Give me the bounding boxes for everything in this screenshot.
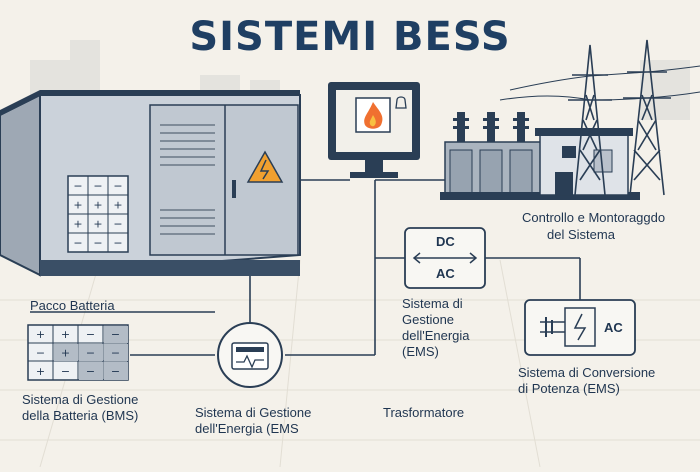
- substation-building: [535, 128, 633, 196]
- cell-symbol: −: [93, 237, 102, 250]
- cell-symbol: +: [93, 218, 102, 231]
- label-ems-mid-line1: Sistema di: [402, 296, 463, 311]
- cell-symbol: +: [73, 218, 82, 231]
- cell-symbol: −: [86, 346, 95, 359]
- bms-battery-module: + + − − − + − − + − − −: [27, 324, 129, 381]
- label-control-line2: del Sistema: [547, 227, 615, 242]
- cell-symbol: +: [36, 365, 45, 378]
- connection-lines: [30, 179, 581, 356]
- power-conversion-box: [524, 299, 636, 356]
- battery-cabinet: −−−+++++−−−−: [0, 90, 301, 277]
- pcs-ac-label: AC: [604, 320, 623, 335]
- cell-symbol: −: [113, 237, 122, 250]
- cell-symbol: −: [93, 180, 102, 193]
- label-bms-line1: Sistema di Gestione: [22, 392, 139, 407]
- fire-icon: [364, 102, 383, 129]
- converter-dc-label: DC: [436, 234, 455, 249]
- transformer-icon: [440, 112, 640, 200]
- bell-icon: [395, 96, 407, 109]
- label-pcs-line2: di Potenza (EMS): [518, 381, 620, 396]
- control-monitor[interactable]: [328, 82, 420, 178]
- cell-symbol: −: [111, 328, 120, 341]
- label-pcs-line1: Sistema di Conversione: [518, 365, 656, 380]
- page-title: SISTEMI BESS: [189, 14, 511, 60]
- label-ems-bottom-line1: Sistema di Gestione: [195, 405, 312, 420]
- cell-symbol: +: [113, 199, 122, 212]
- cell-symbol: −: [113, 180, 122, 193]
- label-transformer: Trasformatore: [383, 405, 465, 420]
- cell-symbol: +: [93, 199, 102, 212]
- cell-symbol: −: [73, 180, 82, 193]
- dc-ac-converter: [404, 227, 486, 289]
- label-ems-mid-line3: dell'Energia: [402, 328, 470, 343]
- cell-symbol: −: [86, 365, 95, 378]
- cell-symbol: −: [111, 346, 120, 359]
- converter-ac-label: AC: [436, 266, 455, 281]
- label-bms-line2: della Batteria (BMS): [22, 408, 139, 423]
- cell-symbol: +: [36, 328, 45, 341]
- cell-symbol: −: [73, 237, 82, 250]
- label-ems-bottom-line2: dell'Energia (EMS: [195, 421, 299, 436]
- cell-symbol: +: [61, 346, 70, 359]
- cell-symbol: −: [61, 365, 70, 378]
- power-pylons: [499, 39, 700, 196]
- cell-symbol: −: [111, 365, 120, 378]
- label-ems-mid-line2: Gestione: [402, 312, 455, 327]
- lightning-icon: [573, 313, 587, 341]
- cell-symbol: +: [61, 328, 70, 341]
- cell-symbol: +: [73, 199, 82, 212]
- cell-symbol: −: [86, 328, 95, 341]
- cell-symbol: −: [36, 346, 45, 359]
- label-ems-mid-line4: (EMS): [402, 344, 439, 359]
- label-control-line1: Controllo e Montoraggdo: [522, 210, 666, 225]
- cell-symbol: −: [113, 218, 122, 231]
- ems-circle-icon: [217, 322, 283, 388]
- cabinet-battery-module: −−−+++++−−−−: [67, 175, 129, 253]
- warning-icon: [246, 150, 284, 183]
- label-battery-pack: Pacco Batteria: [30, 298, 115, 313]
